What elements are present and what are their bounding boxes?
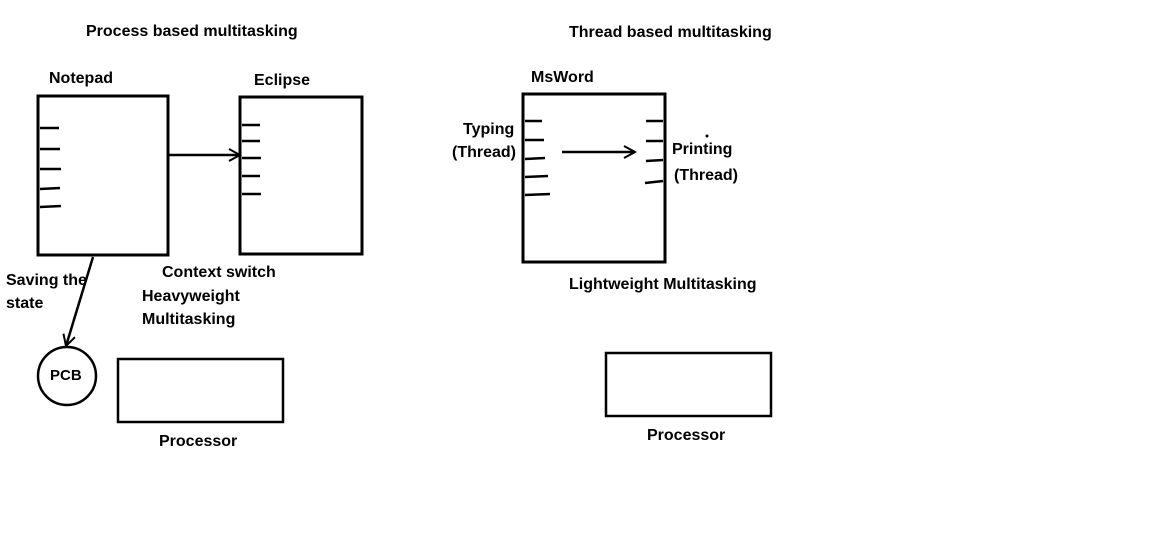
heavyweight-label-line2: Multitasking [142, 311, 236, 328]
heavyweight-label-line1: Heavyweight [142, 288, 240, 305]
context-switch-label: Context switch [162, 264, 276, 281]
lightweight-label: Lightweight Multitasking [569, 276, 757, 293]
saving-state-label-line2: state [6, 295, 44, 312]
thread-multitasking-heading: Thread based multitasking [569, 24, 772, 41]
stray-dot [705, 134, 709, 138]
saving-state-label-line1: Saving the [6, 272, 87, 289]
printing-thread-label-line1: Printing [672, 141, 733, 158]
eclipse-ticks [242, 123, 261, 196]
notepad-label: Notepad [49, 70, 113, 87]
msword-right-ticks [644, 119, 664, 185]
left-processor-box [116, 357, 285, 424]
right-processor-label: Processor [647, 427, 726, 444]
save-state-arrow [66, 256, 95, 346]
msword-box [521, 92, 667, 264]
right-processor-box [604, 351, 773, 418]
printing-thread-label-line2: (Thread) [674, 167, 738, 184]
eclipse-box [238, 95, 364, 256]
pcb-label: PCB [50, 367, 82, 384]
msword-label: MsWord [531, 69, 594, 86]
eclipse-label: Eclipse [254, 72, 311, 89]
typing-thread-label-line1: Typing [463, 121, 515, 138]
left-processor-label: Processor [159, 433, 238, 450]
notepad-ticks [39, 126, 62, 209]
typing-thread-label-line2: (Thread) [452, 144, 516, 161]
notepad-box [36, 94, 170, 257]
msword-left-ticks [524, 119, 551, 197]
pcb-circle [36, 345, 98, 407]
process-multitasking-heading: Process based multitasking [86, 23, 298, 40]
